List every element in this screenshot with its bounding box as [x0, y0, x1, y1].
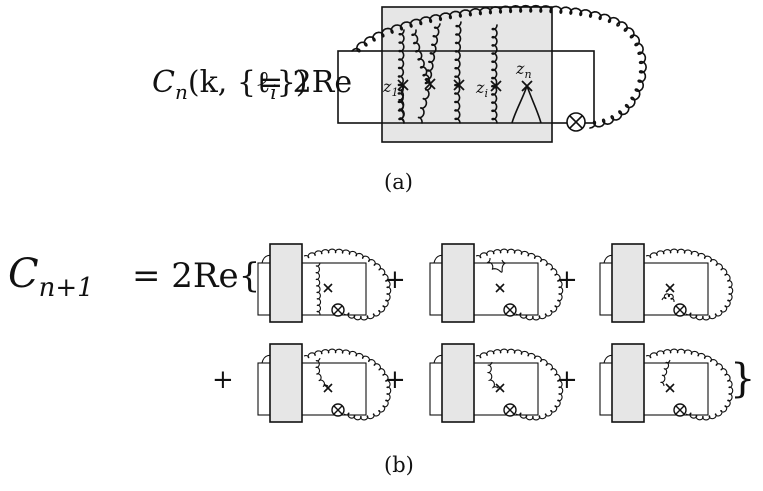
label-zi: z	[475, 78, 485, 97]
mini-diagram-5	[429, 343, 564, 423]
measurement-vertex-a	[566, 112, 586, 132]
gluon-low-1	[398, 85, 405, 124]
plus-5: +	[556, 365, 578, 395]
gluon-zi	[490, 24, 498, 124]
eq-a-args: (k, {ℓ	[188, 65, 270, 100]
plus-1: +	[384, 265, 406, 295]
mini-inner-gluon	[486, 361, 499, 389]
gluon-outer-arc	[351, 4, 647, 129]
label-zn-sub: n	[524, 68, 531, 81]
plus-3: +	[212, 365, 234, 395]
mini-gluon-arc	[303, 348, 392, 421]
label-z1: z	[382, 77, 392, 96]
svg-text:z1: z1	[382, 77, 398, 99]
eq-a-lhs: C	[152, 65, 175, 100]
gluon-2a	[411, 29, 432, 87]
eq-b-lhs: C	[8, 251, 39, 297]
caption-b: (b)	[384, 453, 414, 477]
eq-a-args-end: })	[277, 65, 308, 100]
eq-a-rhs: = 2Re	[258, 65, 352, 100]
plus-2: +	[556, 265, 578, 295]
panel-a: Cn(k, {ℓi}) = 2Re	[152, 4, 647, 194]
cross-3	[453, 79, 465, 91]
svg-text:zi: zi	[475, 78, 488, 100]
mini-inner-gluon	[659, 359, 671, 387]
mini-diagram-6	[599, 343, 734, 423]
gluon-arc-a	[351, 4, 647, 129]
mini-diagram-3	[599, 243, 734, 323]
cross-zn	[521, 80, 533, 92]
mini-gluon-arc	[645, 348, 734, 421]
cross-z1	[397, 79, 409, 91]
mini-diagram-4	[257, 343, 392, 423]
mini-inner-gluon	[485, 257, 507, 273]
cross-2	[424, 78, 436, 90]
svg-text:Cn+1: Cn+1	[8, 251, 94, 303]
panel-b: Cn+1 = 2Re{ + + + + + } (b)	[8, 243, 755, 477]
zn-line-2	[526, 85, 542, 124]
caption-a: (a)	[384, 170, 413, 194]
label-zn: z	[515, 59, 525, 78]
vertical-gluons-a	[397, 21, 542, 124]
cross-zi	[490, 80, 502, 92]
gluon-3	[453, 21, 462, 124]
eq-a-args-sub: i	[270, 80, 276, 104]
eq-b-lhs-sub: n+1	[39, 273, 94, 303]
svg-text:Cn(k, {ℓi}): Cn(k, {ℓi})	[152, 65, 307, 104]
mini-inner-gluon	[315, 357, 329, 388]
mini-inner-gluon	[661, 293, 675, 303]
zn-line-1	[511, 85, 528, 124]
eq-a-lhs-sub: n	[175, 80, 188, 104]
mini-gluon-arc	[475, 248, 564, 321]
mini-gluon-arc	[645, 248, 734, 321]
close-brace: }	[730, 356, 755, 402]
mini-diagram-1	[257, 243, 392, 323]
gluon-low-2	[417, 85, 432, 124]
hard-blob-a	[381, 6, 553, 143]
gluon-2b	[425, 23, 441, 85]
mini-diagram-2	[429, 243, 564, 323]
mini-gluon-arc	[303, 248, 392, 321]
mini-inner-gluon	[315, 262, 322, 316]
mini-gluon-arc	[475, 348, 564, 421]
svg-text:zn: zn	[515, 59, 532, 81]
mini-diagrams	[257, 243, 734, 423]
label-zi-sub: i	[484, 87, 488, 100]
eq-b-rhs: = 2Re{	[132, 256, 260, 296]
plus-4: +	[384, 365, 406, 395]
label-z1-sub: 1	[391, 86, 398, 99]
